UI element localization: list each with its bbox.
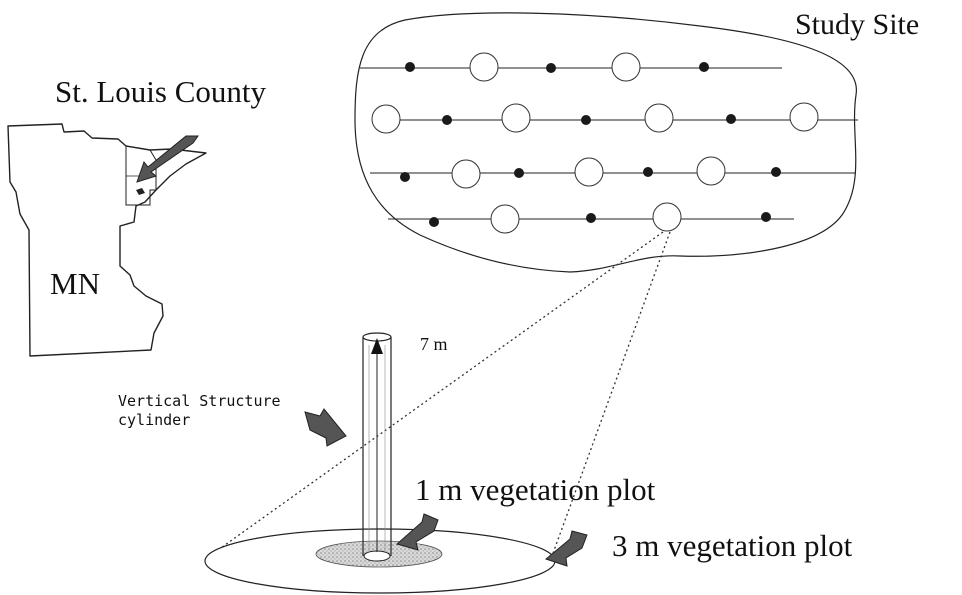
plot-point	[699, 62, 709, 72]
cylinder-pointer-arrow	[304, 408, 347, 447]
plot-point	[429, 217, 439, 227]
study-site-marker	[136, 188, 145, 195]
plot-circle	[469, 52, 499, 82]
plot-point	[400, 172, 410, 182]
plot-point	[771, 167, 781, 177]
plot-circle	[644, 103, 674, 133]
plot-circle	[574, 157, 604, 187]
plot-point	[546, 63, 556, 73]
plot-point	[514, 168, 524, 178]
plot-circle	[611, 52, 641, 82]
study-site-outline	[354, 12, 857, 273]
st-louis-county-outline	[125, 145, 157, 206]
plot-circle	[490, 204, 520, 234]
plot-point	[581, 115, 591, 125]
vertical-structure-label: Vertical Structure cylinder	[118, 392, 281, 430]
one-meter-pointer-arrow	[395, 513, 439, 551]
minnesota-map-outline	[7, 123, 207, 357]
plot-circle	[371, 104, 401, 134]
cylinder-base	[363, 550, 391, 562]
vertical-structure-line1: Vertical Structure	[118, 392, 281, 410]
plot-point	[405, 62, 415, 72]
plot-circle	[451, 159, 481, 189]
plot-point	[726, 114, 736, 124]
zoom-line-right	[551, 231, 671, 557]
county-pointer-arrow	[136, 135, 199, 183]
plot-circle	[652, 202, 682, 232]
cylinder-height-label: 7 m	[420, 334, 448, 354]
three-meter-pointer-arrow	[544, 530, 588, 567]
one-meter-plot-label: 1 m vegetation plot	[415, 472, 656, 507]
state-label: MN	[50, 266, 100, 301]
height-arrow-head	[371, 338, 383, 354]
plot-point	[586, 213, 596, 223]
plot-point	[442, 115, 452, 125]
county-label: St. Louis County	[55, 74, 267, 109]
plot-circle	[789, 102, 819, 132]
three-meter-plot-label: 3 m vegetation plot	[612, 528, 853, 563]
plot-circle	[696, 156, 726, 186]
study-site-label: Study Site	[795, 8, 920, 41]
plot-point	[643, 167, 653, 177]
plot-point	[761, 212, 771, 222]
plot-circle	[501, 103, 531, 133]
vertical-structure-line2: cylinder	[118, 410, 191, 429]
